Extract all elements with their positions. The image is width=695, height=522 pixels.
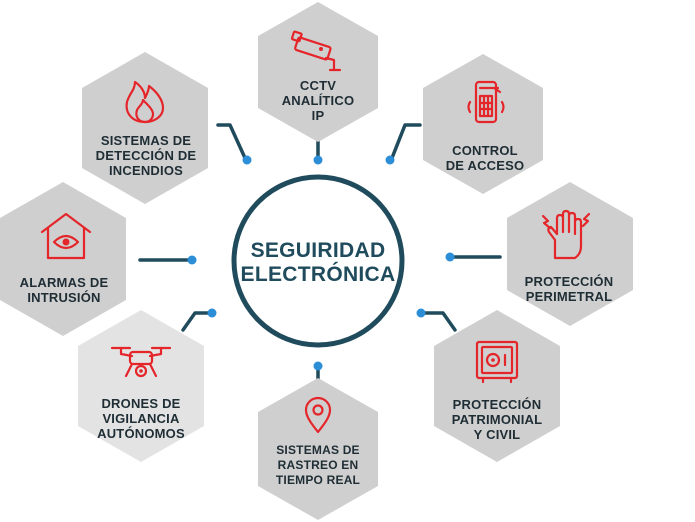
safe-icon (475, 340, 519, 384)
label-line: RASTREO EN (278, 458, 359, 472)
label-alarmas: ALARMAS DE INTRUSIÓN (20, 275, 109, 305)
center-circle (231, 174, 405, 348)
hex-drones (78, 310, 204, 462)
center-title-line-2: ELECTRÓNICA (241, 262, 396, 286)
location-pin-icon (304, 396, 332, 434)
hex-shape (423, 54, 543, 194)
label-line: PROTECCIÓN (453, 397, 542, 412)
label-line: Y CIVIL (474, 427, 521, 442)
connector-dot-incendios (242, 155, 252, 165)
hex-shape (507, 182, 633, 326)
connector-dot-patrimonial (416, 308, 426, 318)
label-line: ANALÍTICO (282, 93, 355, 108)
label-line: INTRUSIÓN (27, 290, 100, 305)
label-line: DRONES DE (101, 396, 180, 411)
label-line: SISTEMAS DE (101, 133, 191, 148)
label-line: VIGILANCIA (102, 411, 180, 426)
hex-rastreo (258, 378, 378, 520)
hex-cctv (258, 2, 378, 142)
connector-drones (181, 311, 212, 332)
door-lock-keypad-icon (467, 80, 505, 124)
label-control: CONTROL DE ACCESO (446, 143, 525, 173)
label-cctv: CCTV ANALÍTICO IP (282, 78, 355, 123)
label-rastreo: SISTEMAS DE RASTREO EN TIEMPO REAL (276, 443, 360, 487)
hex-patrimonial (434, 310, 560, 462)
label-line: SISTEMAS DE (276, 443, 360, 457)
connector-dot-cctv (313, 155, 323, 165)
hex-shape (258, 2, 378, 142)
connector-dot-alarmas (187, 255, 197, 265)
cctv-camera-icon (290, 30, 342, 72)
label-line: PROTECCIÓN (525, 274, 614, 289)
connector-dot-rastreo (313, 361, 323, 371)
label-line: INCENDIOS (109, 163, 183, 178)
label-line: DETECCIÓN DE (96, 148, 197, 163)
connector-dot-drones (207, 308, 217, 318)
hex-control (423, 54, 543, 194)
label-line: ALARMAS DE (20, 275, 109, 290)
label-line: CONTROL (452, 143, 518, 158)
center-title-line-1: SEGUIRIDAD (251, 239, 386, 262)
label-line: AUTÓNOMOS (97, 426, 185, 441)
flame-icon (125, 80, 165, 124)
connector-patrimonial (421, 311, 457, 332)
label-line: TIEMPO REAL (276, 473, 360, 487)
hex-shape (434, 310, 560, 462)
label-drones: DRONES DE VIGILANCIA AUTÓNOMOS (97, 396, 185, 441)
connector-incendios (216, 123, 247, 160)
label-line: IP (312, 108, 325, 123)
label-incendios: SISTEMAS DE DETECCIÓN DE INCENDIOS (96, 133, 197, 178)
connector-dot-control (385, 155, 395, 165)
connector-dot-perimetral (445, 252, 455, 262)
hex-shape (78, 310, 204, 462)
house-eye-icon (40, 212, 92, 260)
label-perimetral: PROTECCIÓN PERIMETRAL (525, 274, 614, 304)
hex-perimetral (507, 182, 633, 326)
drone-icon (110, 346, 172, 378)
label-patrimonial: PROTECCIÓN PATRIMONIAL Y CIVIL (452, 397, 543, 442)
connector-control (390, 123, 422, 160)
label-line: PATRIMONIAL (452, 412, 543, 427)
label-line: PERIMETRAL (526, 289, 613, 304)
label-line: DE ACCESO (446, 158, 525, 173)
label-line: CCTV (300, 78, 336, 93)
hex-incendios (82, 52, 208, 204)
hex-shape (82, 52, 208, 204)
hex-shape (258, 378, 378, 520)
hand-sensor-icon (541, 209, 591, 260)
